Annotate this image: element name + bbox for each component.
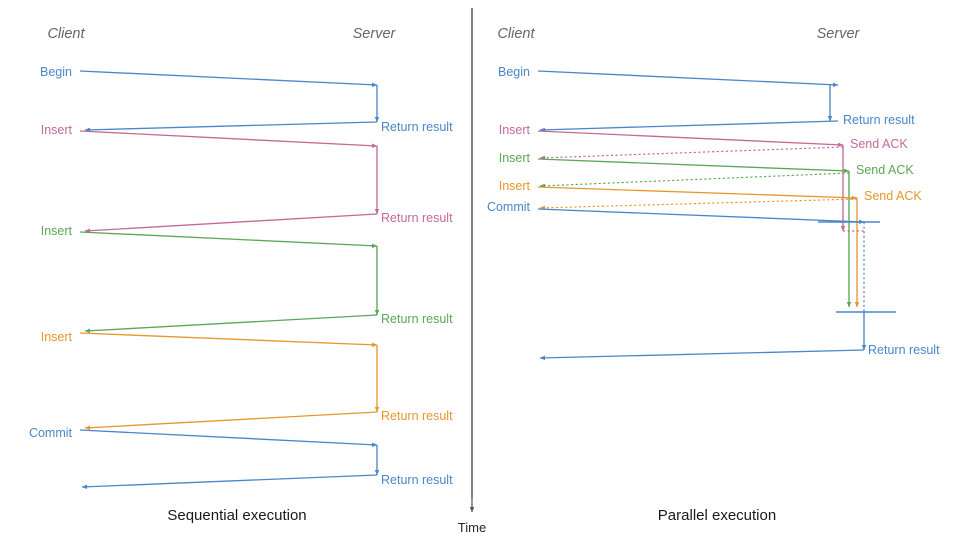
message-arrow-send-ack	[539, 172, 850, 188]
actor-label-client: Client	[47, 26, 85, 42]
message-arrow-send-ack	[539, 198, 858, 211]
message-label-begin: Begin	[40, 65, 72, 79]
message-arrow-begin	[79, 70, 378, 87]
message-arrow-insert	[79, 130, 378, 148]
message-arrow-send-ack	[539, 146, 844, 161]
actor-label-server: Server	[817, 26, 861, 42]
message-label-insert: Insert	[499, 151, 531, 165]
message-label-return-result: Return result	[381, 409, 453, 423]
message-label-commit: Commit	[487, 200, 531, 214]
message-arrow-return-result	[84, 213, 378, 233]
message-label-insert: Insert	[41, 330, 73, 344]
message-arrow-insert	[79, 231, 378, 248]
message-label-send-ack: Send ACK	[856, 163, 914, 177]
message-label-insert: Insert	[499, 123, 531, 137]
message-label-return-result: Return result	[381, 312, 453, 326]
message-label-return-result: Return result	[381, 473, 453, 487]
message-arrow-return-result	[81, 474, 378, 489]
message-label-begin: Begin	[498, 65, 530, 79]
message-arrow-return-result	[539, 120, 839, 133]
message-arrow-return-result	[539, 349, 865, 361]
message-label-send-ack: Send ACK	[850, 137, 908, 151]
message-arrow-insert	[537, 186, 858, 201]
message-label-insert: Insert	[41, 123, 73, 137]
message-arrow-return-result	[84, 121, 378, 133]
message-arrow-return-result	[84, 411, 378, 430]
message-label-commit: Commit	[29, 426, 73, 440]
time-axis-label: Time	[458, 520, 486, 535]
actor-label-client: Client	[497, 26, 535, 42]
panel-caption-parallel: Parallel execution	[658, 507, 776, 524]
message-label-insert: Insert	[499, 179, 531, 193]
message-label-send-ack: Send ACK	[864, 189, 922, 203]
message-arrow-insert	[537, 130, 844, 147]
message-arrow-insert	[537, 158, 850, 174]
message-label-insert: Insert	[41, 224, 73, 238]
message-arrow-begin	[537, 70, 839, 87]
panel-caption-sequential: Sequential execution	[167, 507, 306, 524]
message-arrow-insert	[79, 332, 378, 347]
message-arrow-commit	[79, 429, 378, 447]
message-arrow-commit	[537, 208, 865, 224]
actor-label-server: Server	[353, 26, 397, 42]
time-axis-layer: Time	[458, 8, 486, 535]
message-label-return-result: Return result	[868, 343, 940, 357]
message-label-return-result: Return result	[381, 120, 453, 134]
message-arrow-return-result	[84, 314, 378, 333]
message-label-return-result: Return result	[381, 211, 453, 225]
message-label-return-result: Return result	[843, 113, 915, 127]
